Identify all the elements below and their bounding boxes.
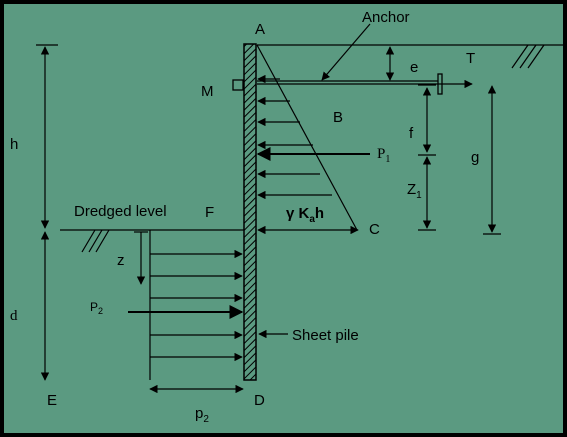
label-h: h — [10, 136, 18, 153]
label-gamma-ka-h: γ Kah — [286, 205, 324, 225]
label-z: z — [117, 252, 125, 269]
label-sheet-pile: Sheet pile — [292, 327, 359, 344]
label-p2-width: p2 — [195, 405, 209, 425]
ground-symbol-right — [511, 44, 545, 69]
anchor-block — [437, 73, 443, 95]
label-d-point: D — [254, 392, 265, 409]
label-g: g — [471, 149, 479, 166]
label-b: B — [333, 109, 343, 126]
label-p2: P2 — [90, 300, 103, 316]
pressure-triangle-hypotenuse — [256, 44, 358, 231]
label-e-point: E — [47, 392, 57, 409]
label-z1: Z1 — [407, 181, 422, 201]
label-anchor: Anchor — [362, 9, 410, 26]
background — [3, 3, 564, 434]
ground-symbol-left — [81, 229, 110, 253]
label-d: d — [10, 308, 18, 324]
sheet-pile — [243, 43, 257, 381]
label-p1: P1 — [377, 146, 390, 165]
label-dredged-level: Dredged level — [74, 203, 167, 220]
label-t: T — [466, 50, 475, 67]
label-c: C — [369, 221, 380, 238]
label-m: M — [201, 83, 214, 100]
anchor-leader — [321, 23, 371, 81]
label-e: e — [410, 59, 418, 76]
anchor-plate-m — [232, 79, 244, 91]
label-f-point: F — [205, 204, 214, 221]
label-a: A — [255, 21, 265, 38]
active-pressure-arrows — [257, 74, 332, 200]
passive-pressure-arrows — [150, 249, 243, 362]
label-f: f — [409, 125, 414, 142]
